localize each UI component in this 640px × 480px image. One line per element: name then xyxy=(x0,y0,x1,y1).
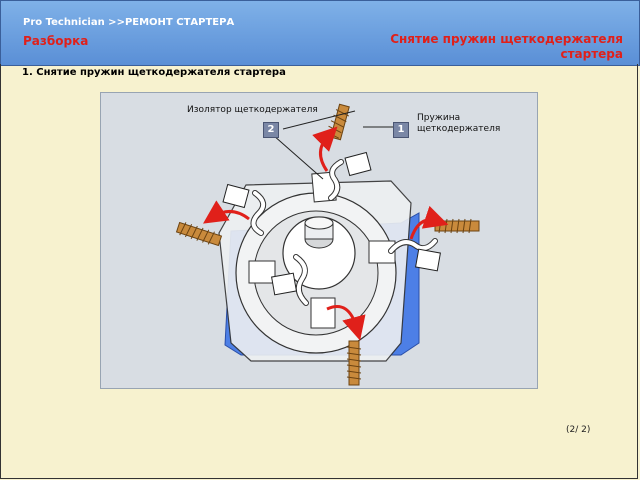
starter-brush-holder-illustration xyxy=(175,103,480,386)
page-title: Снятие пружин щеткодержателя стартера xyxy=(390,32,623,61)
section-title: Разборка xyxy=(23,34,89,48)
callout-badge-2: 2 xyxy=(263,122,279,138)
label-brush-spring: Пружина щеткодержателя xyxy=(417,113,501,134)
page-indicator: (2/ 2) xyxy=(566,425,591,435)
coil-spring-left xyxy=(175,221,223,247)
arrow-bottom xyxy=(326,305,366,341)
label-brush-insulator: Изолятор щеткодержателя xyxy=(187,105,318,115)
step-heading: 1. Снятие пружин щеткодержателя стартера xyxy=(22,67,286,78)
brush-bottom xyxy=(271,272,297,296)
content-frame xyxy=(0,64,638,479)
coil-spring-right xyxy=(434,218,480,234)
callout-badge-1: 1 xyxy=(393,122,409,138)
brush-right xyxy=(415,248,441,272)
header-bar: Pro Technician >>РЕМОНТ СТАРТЕРА Разборк… xyxy=(0,0,640,66)
coil-spring-top xyxy=(325,103,350,141)
coil-spring-bottom xyxy=(346,340,362,386)
illustration-panel: Изолятор щеткодержателя Пружина щеткодер… xyxy=(100,92,538,389)
arrow-left xyxy=(203,200,250,224)
brush-top xyxy=(344,151,372,177)
arrow-right xyxy=(409,205,449,240)
breadcrumb[interactable]: Pro Technician >>РЕМОНТ СТАРТЕРА xyxy=(23,17,235,28)
arrow-top xyxy=(312,126,338,172)
